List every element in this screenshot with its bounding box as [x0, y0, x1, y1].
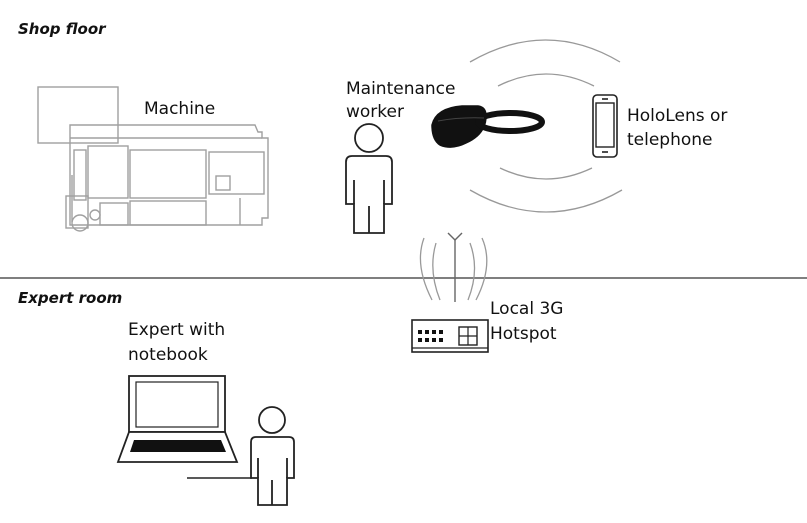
- hololens-icon: [431, 105, 545, 148]
- shop-floor-title: Shop floor: [18, 20, 106, 38]
- notebook-icon: [116, 375, 252, 479]
- machine-icon: [37, 86, 269, 232]
- hololens-label-line2: telephone: [627, 130, 713, 150]
- expert-label-line1: Expert with: [128, 320, 226, 340]
- hotspot-label-line1: Local 3G: [490, 299, 564, 319]
- machine-label: Machine: [144, 99, 216, 119]
- hololens-label-line1: HoloLens or: [627, 106, 728, 126]
- expert-label-line2: notebook: [128, 345, 208, 365]
- maintenance-worker-label-line2: worker: [346, 102, 404, 122]
- wireless-signal-arcs: [469, 39, 623, 213]
- telephone-icon: [592, 94, 618, 158]
- expert-room-title: Expert room: [18, 289, 123, 307]
- maintenance-worker-label-line1: Maintenance: [346, 79, 456, 99]
- hotspot-router-icon: [411, 232, 489, 353]
- maintenance-worker-icon: [345, 123, 393, 234]
- hotspot-label-line2: Hotspot: [490, 324, 557, 344]
- expert-person-icon: [250, 406, 295, 506]
